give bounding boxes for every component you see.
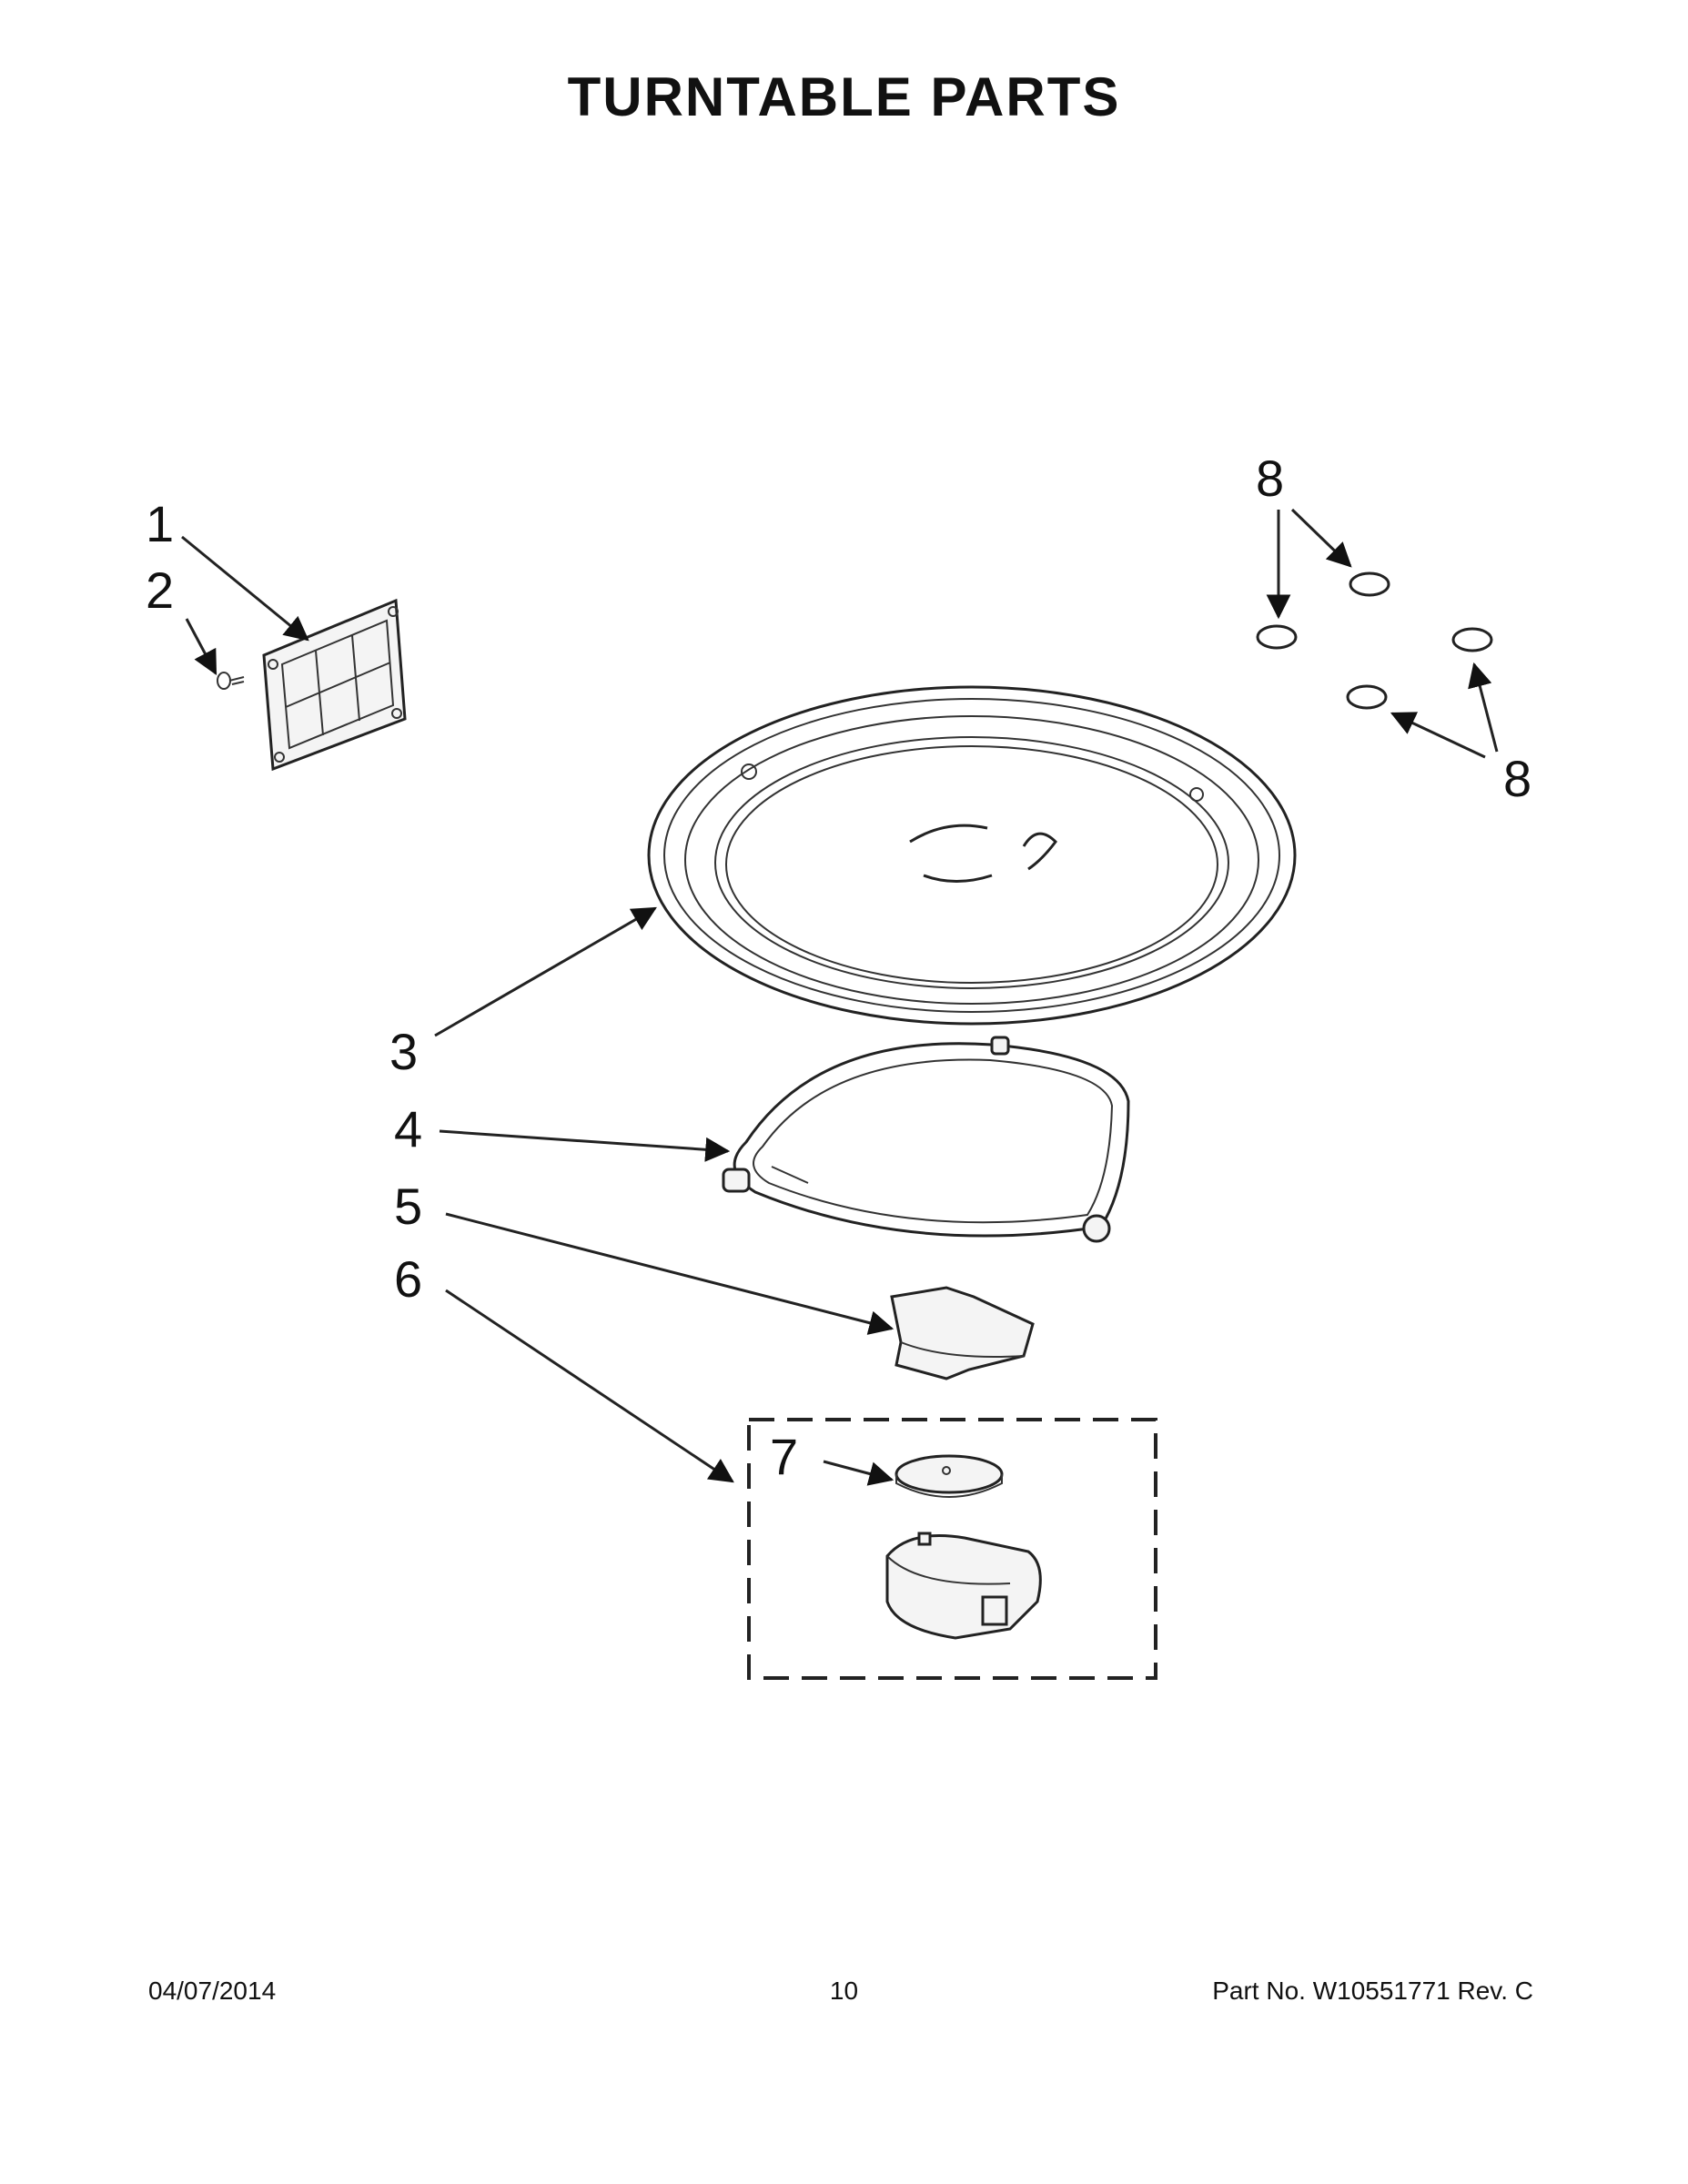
part-8-grommets (1256, 571, 1493, 710)
footer-part-number: Part No. W10551771 Rev. C (1212, 1977, 1533, 2005)
callout-5: 5 (394, 1178, 422, 1235)
callout-6: 6 (394, 1250, 422, 1308)
leader-arrows (181, 508, 1499, 1486)
part-4-roller-ring (722, 1036, 1130, 1243)
callout-1: 1 (146, 495, 174, 552)
callout-2: 2 (146, 561, 174, 619)
part-1-grille (262, 598, 407, 772)
part-3-turntable-tray (647, 685, 1297, 1026)
turntable-motor (885, 1532, 1042, 1640)
footer-page-number: 10 (829, 1977, 859, 2005)
part-5-coupler (890, 1286, 1035, 1380)
callout-4: 4 (394, 1100, 422, 1158)
page-title: TURNTABLE PARTS (567, 66, 1121, 127)
footer-date: 04/07/2014 (148, 1977, 277, 2005)
part-6-motor-assembly-box (747, 1418, 1157, 1680)
part-7-cover (895, 1454, 1004, 1498)
callout-7: 7 (770, 1428, 798, 1485)
part-2-screw (217, 672, 245, 690)
callout-8-bottom: 8 (1503, 750, 1531, 807)
callout-3: 3 (389, 1023, 418, 1080)
callout-8-top: 8 (1256, 450, 1284, 507)
